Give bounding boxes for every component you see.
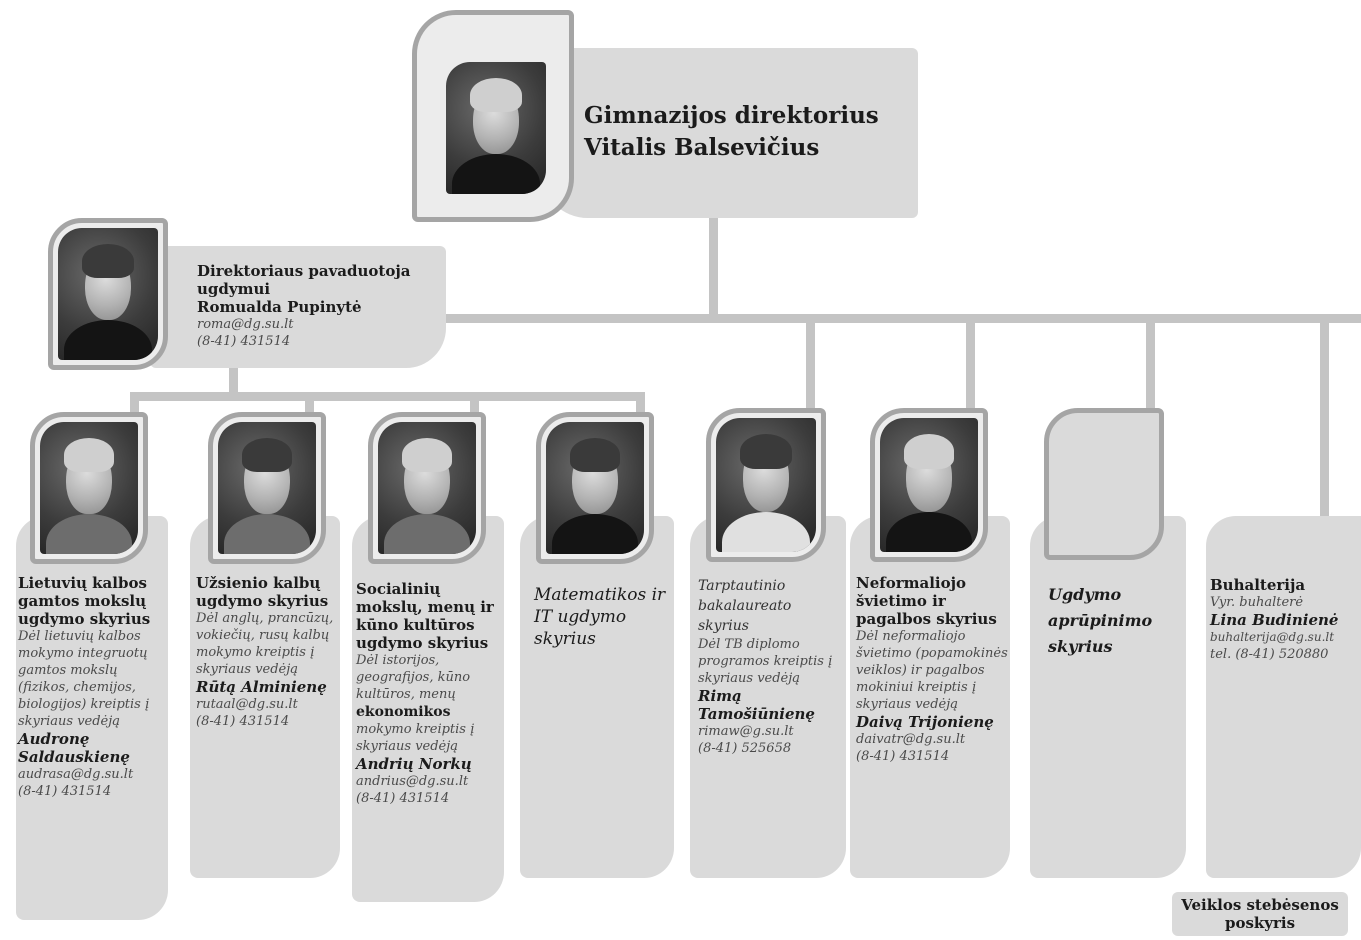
connector-drop-6 xyxy=(966,320,975,410)
director-title: Gimnazijos direktorius xyxy=(584,102,879,129)
department-1-name: Lietuvių kalbos gamtos mokslų ugdymo sky… xyxy=(18,574,151,628)
department-6-head: Daivą Trijonienę xyxy=(856,713,994,731)
department-3-box xyxy=(352,516,504,902)
department-4-box xyxy=(520,516,674,878)
deputy-text: Direktoriaus pavaduotoja ugdymui Romuald… xyxy=(197,262,443,350)
department-2-name: Užsienio kalbų ugdymo skyrius xyxy=(196,574,329,610)
director-box xyxy=(540,48,918,218)
department-5-name: Tarptautinio bakalaureato skyrius xyxy=(698,578,792,634)
department-6-desc: Dėl neformaliojo švietimo (popamokinės v… xyxy=(856,629,1008,712)
department-7-text: Ugdymo aprūpinimo skyrius xyxy=(1048,582,1180,660)
deputy-phone: (8-41) 431514 xyxy=(197,334,291,349)
deputy-title: Direktoriaus pavaduotoja ugdymui xyxy=(197,262,411,298)
department-3-name: Socialinių mokslų, menų ir kūno kultūros… xyxy=(356,580,494,652)
department-2-box xyxy=(190,516,340,878)
department-8-phone: tel. (8-41) 520880 xyxy=(1210,647,1329,662)
director-photo xyxy=(446,62,546,194)
connector-drop-5 xyxy=(806,320,815,410)
department-3-email: andrius@dg.su.lt xyxy=(356,774,469,789)
connector-director-down xyxy=(709,215,718,320)
monitoring-box xyxy=(1172,892,1348,936)
department-5-photo xyxy=(716,418,816,552)
director-name: Vitalis Balsevičius xyxy=(584,134,820,161)
monitoring-label: Veiklos stebėsenos poskyris xyxy=(1181,896,1339,932)
connector-sub-horizontal xyxy=(130,392,645,401)
department-6-box xyxy=(850,516,1010,878)
deputy-box xyxy=(150,246,446,368)
department-7-box xyxy=(1030,516,1186,878)
department-2-phone: (8-41) 431514 xyxy=(196,714,290,729)
department-6-phone: (8-41) 431514 xyxy=(856,749,950,764)
director-text: Gimnazijos direktorius Vitalis Balseviči… xyxy=(584,100,904,164)
deputy-name: Romualda Pupinytė xyxy=(197,298,362,316)
department-2-head: Rūtą Alminienę xyxy=(196,678,327,696)
deputy-photo xyxy=(58,228,158,360)
department-3-phone: (8-41) 431514 xyxy=(356,791,450,806)
department-4-photo xyxy=(546,422,644,554)
department-3-photo xyxy=(378,422,476,554)
department-3-head: Andrių Norkų xyxy=(356,755,472,773)
department-4-name: Matematikos ir IT ugdymo skyrius xyxy=(534,585,666,649)
department-8-box xyxy=(1206,516,1361,878)
connector-deputy-down xyxy=(229,368,238,398)
department-4-text: Matematikos ir IT ugdymo skyrius xyxy=(534,584,666,650)
department-5-phone: (8-41) 525658 xyxy=(698,741,792,756)
department-1-head: Audronę Saldauskienę xyxy=(18,730,130,766)
department-3-desc: Dėl istorijos, geografijos, kūno kultūro… xyxy=(356,653,471,702)
department-5-email: rimaw@g.su.lt xyxy=(698,724,794,739)
department-7-photo-frame xyxy=(1044,408,1164,560)
connector-sub-drop-4 xyxy=(636,396,645,420)
department-2-text: Užsienio kalbų ugdymo skyrius Dėl anglų,… xyxy=(196,574,338,730)
connector-sub-drop-2 xyxy=(305,396,314,420)
department-3-desc-bold: ekonomikos xyxy=(356,704,451,720)
connector-sub-drop-3 xyxy=(470,396,479,420)
department-8-name: Buhalterija xyxy=(1210,576,1306,594)
department-1-box xyxy=(16,516,168,920)
department-8-role: Vyr. buhalterė xyxy=(1210,595,1304,610)
department-1-desc: Dėl lietuvių kalbos mokymo integruotų ga… xyxy=(18,629,150,729)
department-2-desc: Dėl anglų, prancūzų, vokiečių, rusų kalb… xyxy=(196,611,334,677)
connector-sub-drop-1 xyxy=(130,396,139,420)
department-6-email: daivatr@dg.su.lt xyxy=(856,732,966,747)
department-7-name: Ugdymo aprūpinimo skyrius xyxy=(1048,585,1153,656)
department-3-text: Socialinių mokslų, menų ir kūno kultūros… xyxy=(356,580,502,807)
department-6-text: Neformaliojo švietimo ir pagalbos skyriu… xyxy=(856,574,1008,765)
deputy-email: roma@dg.su.lt xyxy=(197,317,294,332)
department-6-photo xyxy=(880,418,978,552)
department-5-desc: Dėl TB diplomo programos kreiptis į skyr… xyxy=(698,637,833,686)
connector-drop-8 xyxy=(1320,320,1329,520)
department-2-photo xyxy=(218,422,316,554)
department-1-phone: (8-41) 431514 xyxy=(18,784,112,799)
department-1-text: Lietuvių kalbos gamtos mokslų ugdymo sky… xyxy=(18,574,164,800)
department-1-email: audrasa@dg.su.lt xyxy=(18,767,134,782)
department-5-text: Tarptautinio bakalaureato skyrius Dėl TB… xyxy=(698,576,840,757)
department-8-email: buhalterija@dg.su.lt xyxy=(1210,630,1335,644)
department-2-email: rutaal@dg.su.lt xyxy=(196,697,298,712)
department-5-head: Rimą Tamošiūnienę xyxy=(698,687,815,723)
department-3-desc-2: mokymo kreiptis į skyriaus vedėją xyxy=(356,722,475,754)
department-6-name: Neformaliojo švietimo ir pagalbos skyriu… xyxy=(856,574,997,628)
department-8-head: Lina Budinienė xyxy=(1210,611,1339,629)
connector-drop-7 xyxy=(1146,320,1155,410)
department-1-photo xyxy=(40,422,138,554)
department-5-box xyxy=(690,516,846,878)
connector-main-horizontal xyxy=(440,314,1361,323)
department-8-text: Buhalterija Vyr. buhalterė Lina Budinien… xyxy=(1210,576,1360,663)
